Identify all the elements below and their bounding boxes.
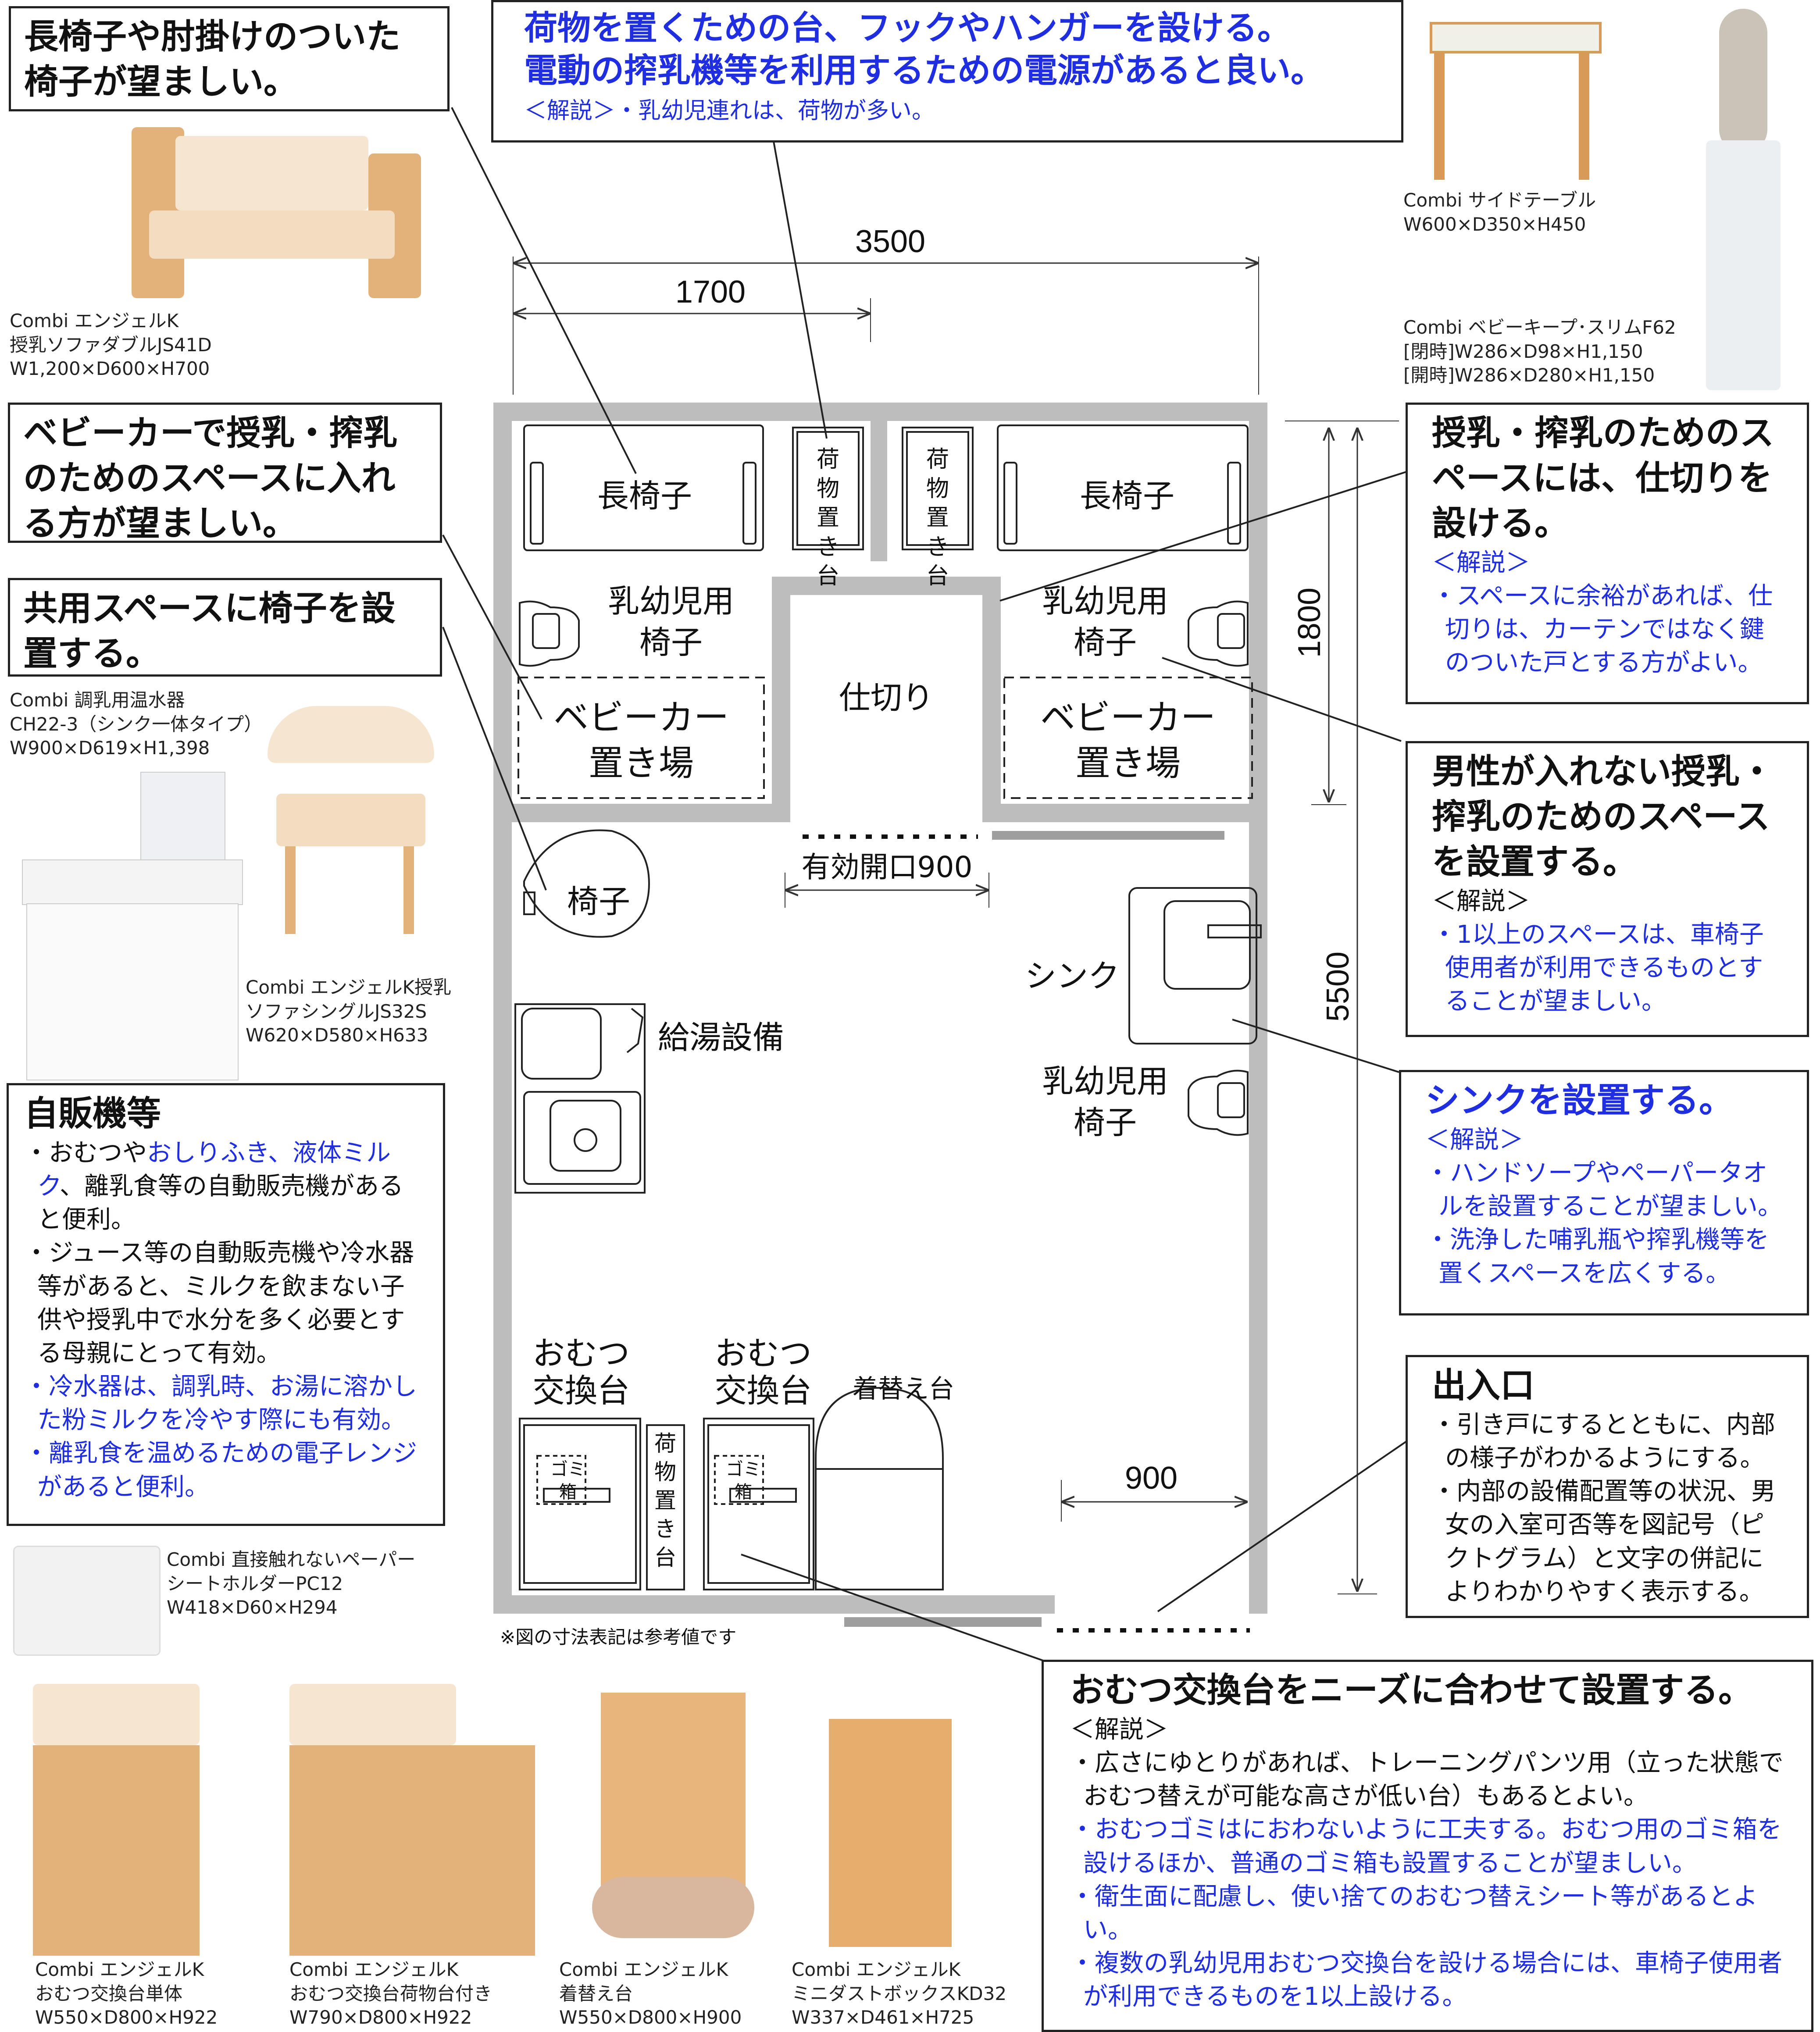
callout-long-chair-title: 長椅子や肘掛けのついた椅子が望ましい。 bbox=[24, 17, 401, 102]
label-luggage-table-left: 荷物置き台 bbox=[816, 446, 839, 590]
plan-footnote: ※図の寸法表記は参考値です bbox=[500, 1626, 737, 1648]
callout-vending-item: ・おむつやおしりふき、液体ミルク、離乳食等の自動販売機があると便利。 bbox=[24, 1138, 403, 1234]
callout-entrance-title: 出入口 bbox=[1432, 1366, 1535, 1405]
callout-male-title: 男性が入れない授乳・搾乳のためのスペースを設置する。 bbox=[1432, 752, 1774, 882]
dim-1800: 1800 bbox=[1292, 588, 1327, 658]
label-sink: シンク bbox=[1024, 958, 1120, 995]
label-infant-chair-sink: 乳幼児用椅子 bbox=[1042, 1063, 1168, 1141]
callout-vending-title: 自販機等 bbox=[24, 1094, 161, 1134]
callout-partition-item: ・スペースに余裕があれば、仕切りは、カーテンではなく鍵のついた戸とする方がよい。 bbox=[1432, 582, 1773, 677]
label-stroller-right: ベビーカー置き場 bbox=[1040, 697, 1216, 784]
callout-shared-chair-title: 共用スペースに椅子を設置する。 bbox=[23, 589, 396, 674]
callout-shared-chair: 共用スペースに椅子を設置する。 bbox=[8, 578, 442, 677]
dust-box-image bbox=[829, 1719, 952, 1947]
label-luggage-table-right: 荷物置き台 bbox=[926, 446, 949, 590]
label-trash-2: ゴミ箱 bbox=[726, 1459, 761, 1502]
callout-table-note: ＜解説＞・乳幼児連れは、荷物が多い。 bbox=[524, 97, 935, 124]
callout-partition-note-head: ＜解説＞ bbox=[1432, 548, 1530, 577]
callout-partition: 授乳・搾乳のためのスペースには、仕切りを設ける。 ＜解説＞ ・スペースに余裕があ… bbox=[1406, 403, 1809, 704]
callout-table-line2: 電動の搾乳機等を利用するための電源があると良い。 bbox=[524, 51, 1324, 90]
callout-sink-item: ・ハンドソープやペーパータオルを設置することが望ましい。 bbox=[1425, 1159, 1782, 1221]
callout-male-note-head: ＜解説＞ bbox=[1432, 887, 1530, 916]
diaper-luggage-image bbox=[289, 1684, 535, 1956]
callout-partition-title: 授乳・搾乳のためのスペースには、仕切りを設ける。 bbox=[1432, 414, 1774, 543]
callout-sink-title: シンクを設置する。 bbox=[1425, 1081, 1734, 1120]
callout-diaper-item: ・おむつゴミはにおわないように工夫する。おむつ用のゴミ箱を設けるほか、普通のゴミ… bbox=[1070, 1815, 1782, 1878]
label-long-chair-left: 長椅子 bbox=[597, 478, 692, 514]
callout-sink-note-head: ＜解説＞ bbox=[1425, 1125, 1524, 1154]
callout-long-chair: 長椅子や肘掛けのついた椅子が望ましい。 bbox=[9, 6, 450, 111]
sofa-double-image bbox=[123, 127, 430, 298]
callout-vending: 自販機等 ・おむつやおしりふき、液体ミルク、離乳食等の自動販売機があると便利。 … bbox=[7, 1083, 445, 1526]
label-opening: 有効開口900 bbox=[801, 850, 973, 884]
callout-entrance-item: ・引き戸にするとともに、内部の様子がわかるようにする。 bbox=[1432, 1410, 1775, 1473]
callout-male: 男性が入れない授乳・搾乳のためのスペースを設置する。 ＜解説＞ ・1以上のスペー… bbox=[1406, 741, 1809, 1037]
label-changing-table: 着替え台 bbox=[852, 1374, 954, 1404]
caption-baby-keep: Combi ベビーキープ･スリムF62[閉時]W286×D98×H1,150[開… bbox=[1403, 317, 1676, 386]
callout-stroller-title: ベビーカーで授乳・搾乳のためのスペースに入れる方が望ましい。 bbox=[23, 414, 398, 543]
dim-900: 900 bbox=[1125, 1461, 1178, 1496]
callout-entrance-item: ・内部の設備配置等の状況、男女の入室可否等を図記号（ピクトグラム）と文字の併記に… bbox=[1432, 1477, 1776, 1606]
diaper-single-image bbox=[33, 1684, 200, 1956]
label-chair: 椅子 bbox=[567, 883, 630, 920]
callout-vending-item: ・離乳食を温めるための電子レンジがあると便利。 bbox=[24, 1439, 417, 1501]
callout-sink-item: ・洗浄した哺乳瓶や搾乳機等を置くスペースを広くする。 bbox=[1425, 1226, 1769, 1288]
callout-diaper-title: おむつ交換台をニーズに合わせて設置する。 bbox=[1070, 1671, 1753, 1710]
callout-diaper-note-head: ＜解説＞ bbox=[1070, 1715, 1168, 1744]
callout-diaper-item: ・広さにゆとりがあれば、トレーニングパンツ用（立った状態でおむつ替えが可能な高さ… bbox=[1070, 1749, 1784, 1811]
label-stroller-left: ベビーカー置き場 bbox=[553, 697, 729, 784]
callout-male-item: ・1以上のスペースは、車椅子使用者が利用できるものとすることが望ましい。 bbox=[1432, 920, 1764, 1016]
seat-holder-image bbox=[13, 1546, 161, 1656]
callout-diaper: おむつ交換台をニーズに合わせて設置する。 ＜解説＞ ・広さにゆとりがあれば、トレ… bbox=[1042, 1660, 1813, 2032]
changing-table-image bbox=[592, 1693, 754, 1938]
callout-sink: シンクを設置する。 ＜解説＞ ・ハンドソープやペーパータオルを設置することが望ま… bbox=[1399, 1070, 1809, 1315]
label-infant-chair-right: 乳幼児用椅子 bbox=[1042, 583, 1168, 661]
callout-stroller: ベビーカーで授乳・搾乳のためのスペースに入れる方が望ましい。 bbox=[8, 403, 442, 543]
dim-3500: 3500 bbox=[855, 224, 925, 259]
sofa-single-image bbox=[259, 706, 443, 934]
label-diaper-table-2: おむつ交換台 bbox=[714, 1335, 812, 1410]
dim-5500: 5500 bbox=[1320, 952, 1356, 1022]
callout-diaper-item: ・衛生面に配慮し、使い捨てのおむつ替えシート等があるとよい。 bbox=[1070, 1882, 1758, 1944]
callout-vending-item: ・ジュース等の自動販売機や冷水器等があると、ミルクを飲まない子供や授乳中で水分を… bbox=[24, 1239, 414, 1368]
side-table-image bbox=[1430, 13, 1602, 180]
callout-vending-item: ・冷水器は、調乳時、お湯に溶かした粉ミルクを冷やす際にも有効。 bbox=[24, 1372, 417, 1435]
label-trash-1: ゴミ箱 bbox=[550, 1459, 585, 1502]
label-hot-water: 給湯設備 bbox=[658, 1019, 785, 1056]
label-luggage-table-bottom: 荷物置き台 bbox=[654, 1431, 676, 1570]
label-partition: 仕切り bbox=[839, 679, 934, 716]
callout-entrance: 出入口 ・引き戸にするとともに、内部の様子がわかるようにする。 ・内部の設備配置… bbox=[1406, 1355, 1809, 1618]
baby-keep-image bbox=[1702, 9, 1789, 390]
label-diaper-table-1: おむつ交換台 bbox=[532, 1335, 630, 1410]
label-infant-chair-left: 乳幼児用椅子 bbox=[607, 583, 734, 661]
warmer-image bbox=[22, 772, 243, 1080]
label-long-chair-right: 長椅子 bbox=[1079, 478, 1174, 514]
callout-table-line1: 荷物を置くための台、フックやハンガーを設ける。 bbox=[524, 8, 1291, 47]
callout-diaper-item: ・複数の乳幼児用おむつ交換台を設ける場合には、車椅子使用者が利用できるものを1以… bbox=[1070, 1949, 1782, 2011]
callout-table: 荷物を置くための台、フックやハンガーを設ける。 電動の搾乳機等を利用するための電… bbox=[491, 0, 1403, 143]
dim-1700: 1700 bbox=[675, 274, 746, 310]
